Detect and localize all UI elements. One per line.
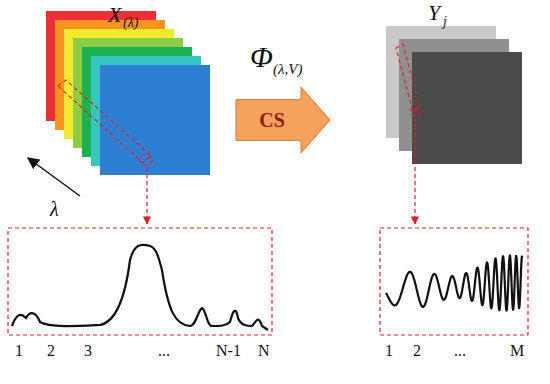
tick-label: ... <box>454 343 466 359</box>
spectral-cube <box>46 11 210 175</box>
cube-symbol: X <box>108 4 121 26</box>
measurement-curve <box>386 255 522 310</box>
measurement-stack <box>386 26 522 164</box>
tick-label: 1 <box>15 343 23 359</box>
tick-label: 2 <box>413 343 421 359</box>
arrow-label: CS <box>259 110 285 130</box>
tick-label: ... <box>158 343 170 359</box>
pixel-selection <box>58 80 152 224</box>
tick-label: 1 <box>385 343 393 359</box>
tick-label: 2 <box>47 343 55 359</box>
matrix-symbol: Φ <box>250 42 273 72</box>
tick-label: N <box>258 343 270 359</box>
pixel-selection <box>396 44 420 224</box>
measurement-subscript: j <box>443 15 447 29</box>
tick-label: M <box>510 343 524 359</box>
lambda-axis <box>28 158 80 196</box>
matrix-subscript: (λ,V) <box>273 62 302 77</box>
cube-subscript: (λ) <box>123 16 138 30</box>
spectrum-box <box>8 228 272 335</box>
measurement-box <box>380 228 528 335</box>
transform-arrow: CS <box>235 86 331 154</box>
tick-label: N-1 <box>216 343 241 359</box>
tick-label: 3 <box>84 343 92 359</box>
measurement-symbol: Y <box>428 2 440 24</box>
spectrum-curve <box>12 245 268 330</box>
axis-label: λ <box>50 199 59 219</box>
